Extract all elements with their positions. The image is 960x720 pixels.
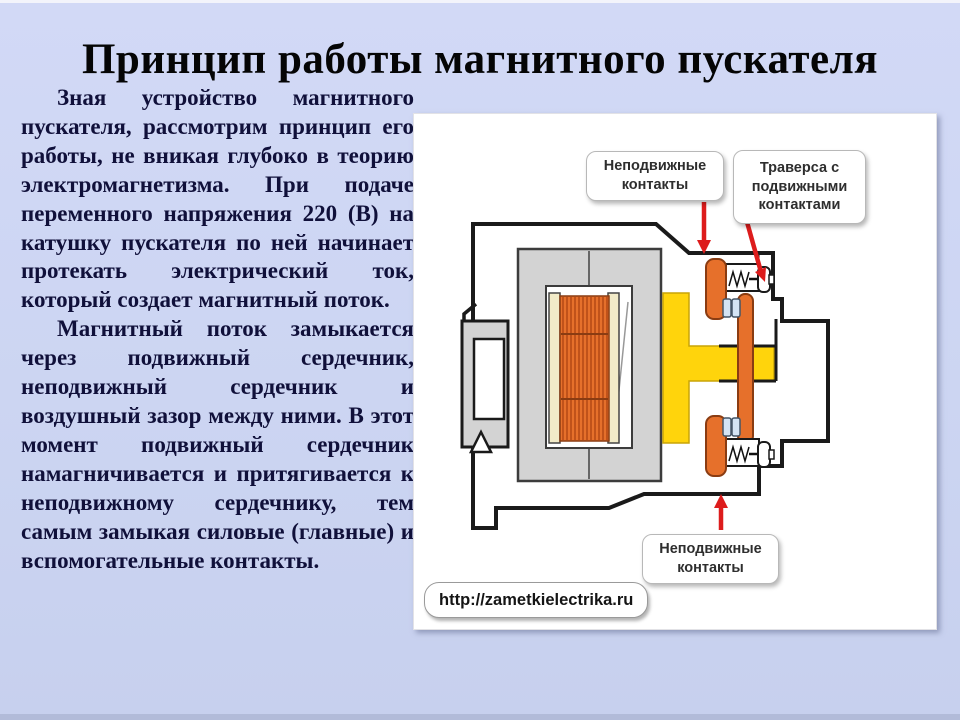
spring-bottom (728, 444, 750, 464)
callout-traverse-with-movable-contacts: Траверса с подвижными контактами (733, 150, 866, 224)
paragraph-magnetic-flux: Магнитный поток замыкается через подвижн… (21, 316, 414, 573)
contactor-diagram-panel: Неподвижные контакты Траверса с подвижны… (413, 113, 937, 630)
watermark-url-badge: http://zametkielectrika.ru (424, 582, 649, 618)
arrow-to-bottom-fixed-contacts-icon (714, 494, 728, 530)
din-mount-slot (472, 337, 506, 421)
contact-pad-top-right (731, 298, 741, 318)
contact-pad-bottom-left (722, 417, 732, 437)
screw-slot-top (768, 274, 775, 285)
screw-head-bottom (757, 441, 771, 468)
callout-fixed-contacts-bottom: Неподвижные контакты (642, 534, 779, 584)
contactor-diagram (460, 202, 830, 530)
spring-top (728, 269, 750, 289)
coil-bobbin-left (548, 292, 561, 444)
contact-pad-top-left (722, 298, 732, 318)
paragraph-principle: Зная устройство магнитного пускателя, ра… (21, 85, 414, 313)
arrow-to-traverse-icon (744, 221, 766, 282)
contact-pad-bottom-right (731, 417, 741, 437)
slide-bottom-edge (0, 714, 960, 720)
arrow-to-top-fixed-contacts-icon (697, 202, 711, 254)
fixed-contact-top (705, 258, 727, 320)
screw-slot-bottom (768, 449, 775, 460)
slide-title: Принцип работы магнитного пускателя (81, 35, 879, 83)
coil (559, 295, 610, 442)
fixed-contact-bottom (705, 415, 727, 477)
callout-fixed-contacts-top: Неподвижные контакты (586, 151, 724, 201)
slide-top-edge (0, 0, 960, 3)
din-clip-notch (468, 429, 494, 454)
coil-winding-stripes (562, 297, 608, 440)
body-text-block: Зная устройство магнитного пускателя, ра… (21, 84, 414, 575)
